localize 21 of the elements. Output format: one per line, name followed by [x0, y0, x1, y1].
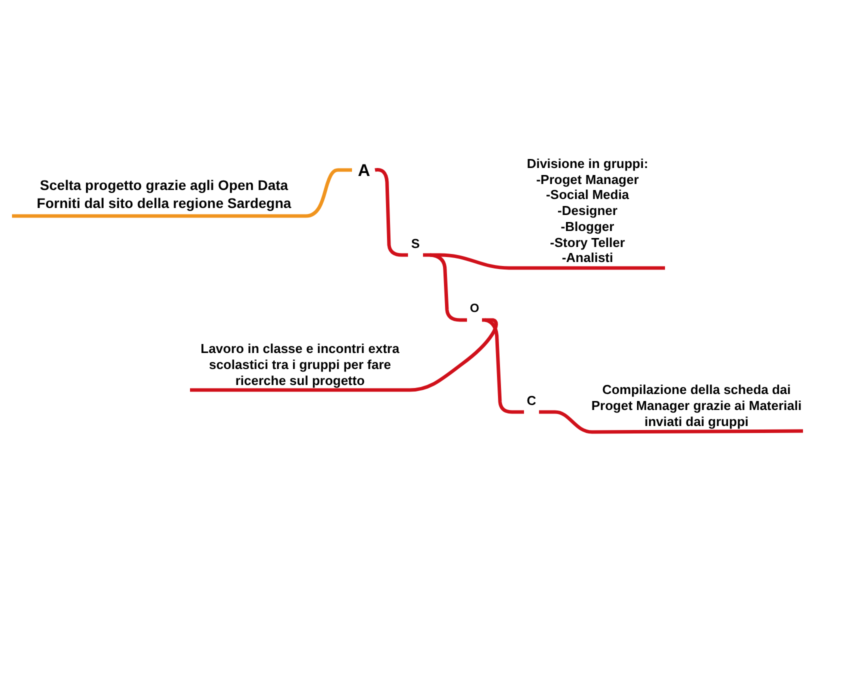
branch-text: -Social Media: [544, 187, 630, 204]
branch-line: [12, 168, 352, 218]
branch-text: Lavoro in classe e incontri extra scolastici tra i gruppi per fare ricerche sul progetto: [200, 341, 400, 389]
branch-text: -Designer: [556, 203, 618, 219]
branch-text: Divisione in gruppi:: [526, 156, 650, 172]
branch-text: -Analisti: [560, 250, 614, 266]
branch-text: -Proget Manager: [535, 172, 640, 188]
step-letter: C: [526, 392, 538, 410]
branch-text: -Story Teller: [549, 234, 626, 250]
branch-line: [423, 253, 665, 270]
branch-line: [374, 168, 408, 257]
branch-text: Scelta progetto grazie agli Open Data Forniti dal sito della regione Sardegna: [36, 176, 292, 212]
branch-line: [190, 318, 498, 392]
step-letter: A: [356, 160, 372, 182]
step-letter: O: [468, 300, 480, 317]
branch-line: [484, 318, 524, 414]
branch-text: -Blogger: [560, 218, 616, 235]
branch-line: [539, 410, 803, 434]
branch-text: Compilazione della scheda dai Proget Manager grazie ai Materiali inviati dai gruppi: [590, 382, 803, 430]
branch-line: [430, 253, 467, 322]
step-letter: S: [410, 234, 421, 253]
